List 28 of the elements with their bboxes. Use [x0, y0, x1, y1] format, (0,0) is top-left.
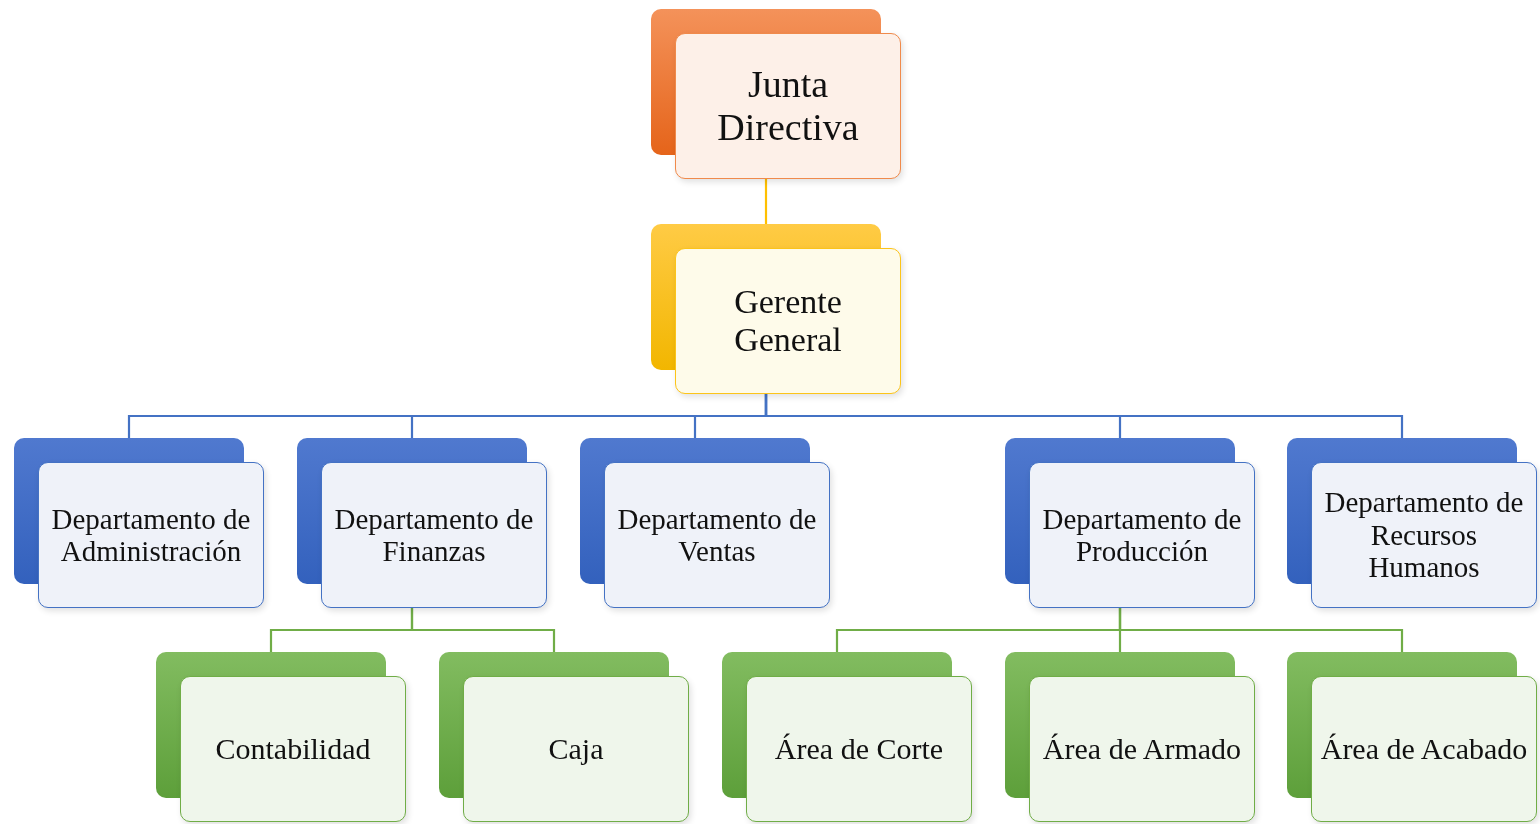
connector-line [764, 179, 768, 224]
org-chart-card [1005, 652, 1255, 822]
card-label: Contabilidad [215, 732, 371, 766]
org-chart-card [14, 438, 264, 608]
org-chart-card [1287, 652, 1537, 822]
connector-line [410, 608, 556, 652]
card-label: Área de Acabado [1320, 732, 1528, 766]
card-label: Junta Directiva [716, 63, 860, 149]
org-chart-card [439, 652, 689, 822]
card-label: Departamento de Producción [1041, 502, 1243, 568]
card-label: Área de Corte [774, 732, 944, 766]
org-chart-card [1287, 438, 1537, 608]
card-label: Área de Armado [1042, 732, 1242, 766]
org-chart-card [651, 9, 901, 179]
org-chart-card [1005, 438, 1255, 608]
connector-line [764, 394, 1404, 438]
org-chart-card [580, 438, 830, 608]
card-label: Departamento de Ventas [616, 502, 818, 568]
org-chart-card [297, 438, 547, 608]
org-chart-card [156, 652, 406, 822]
org-chart-card [722, 652, 972, 822]
org-chart-card [651, 224, 901, 394]
card-label: Caja [548, 732, 604, 766]
card-label: Gerente General [733, 282, 843, 360]
connector-line [1118, 608, 1404, 652]
card-label: Departamento de Recursos Humanos [1323, 486, 1525, 584]
card-label: Departamento de Administración [50, 502, 252, 568]
card-label: Departamento de Finanzas [333, 502, 535, 568]
